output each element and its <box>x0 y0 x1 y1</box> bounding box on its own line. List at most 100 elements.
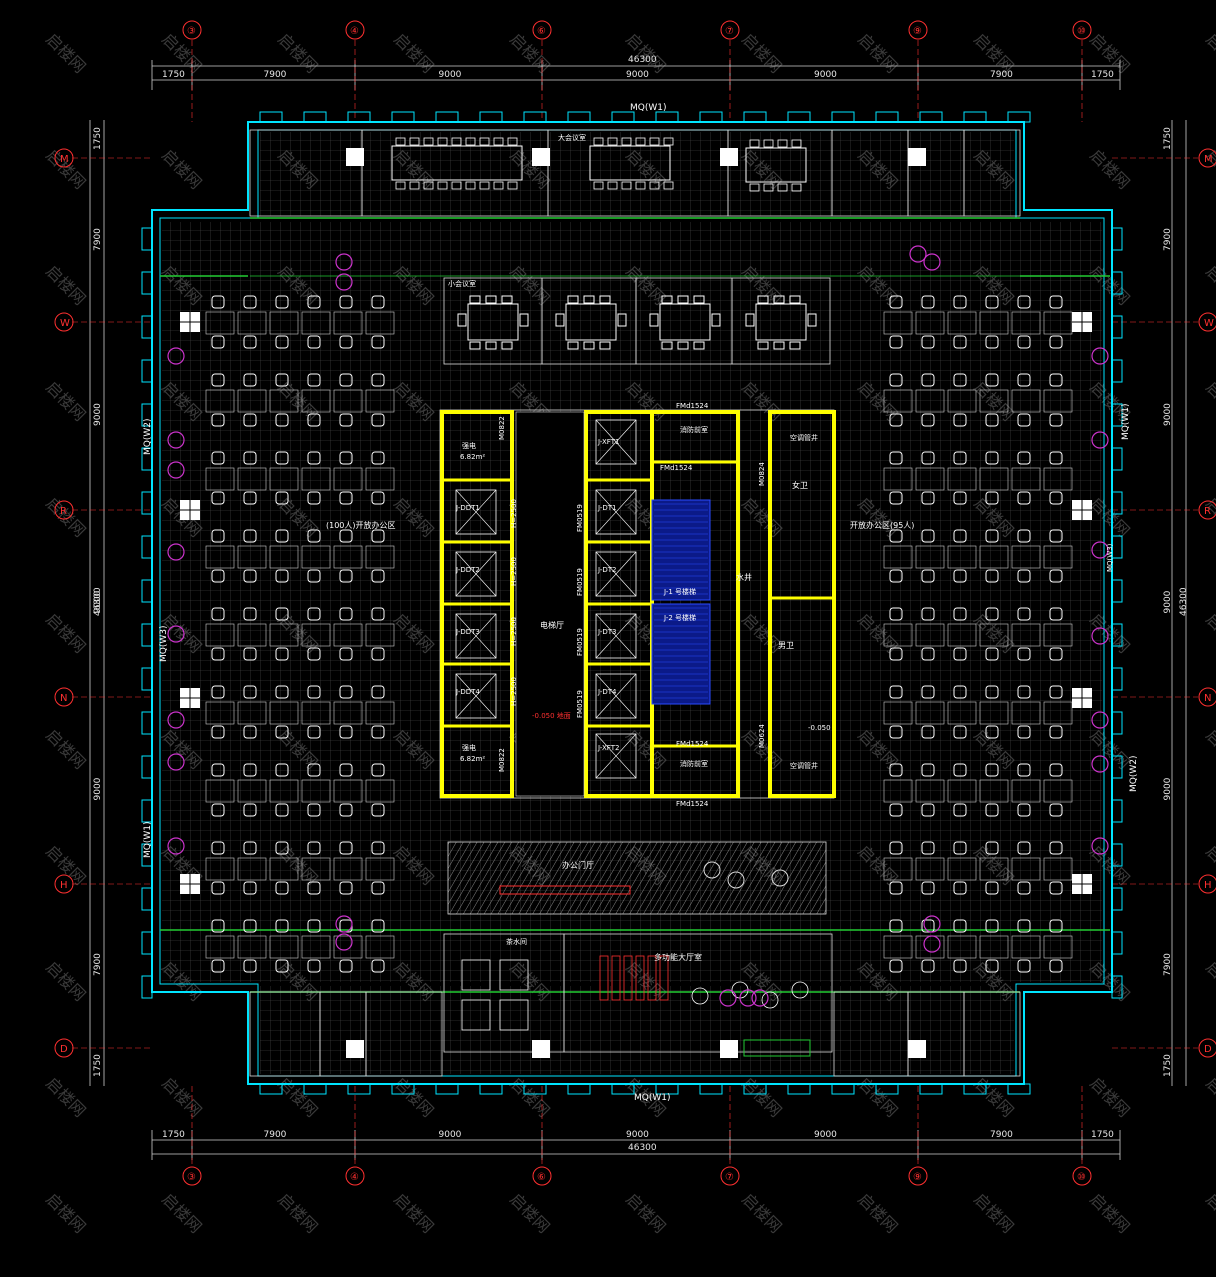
small-meeting-furniture <box>457 295 817 350</box>
top-meeting-rooms <box>249 129 1021 217</box>
axis-col-label: ⑥ <box>537 26 546 37</box>
lift-label: J-DDT1 <box>455 504 480 512</box>
dim-segment: 9000 <box>1163 590 1173 613</box>
room-small-meeting: 小会议室 <box>448 279 476 288</box>
curtain-wall-right-mid: MQ(W3) <box>1106 543 1114 572</box>
dim-segment: 7900 <box>1163 953 1173 976</box>
axis-col-label: ③ <box>187 26 196 37</box>
dim-segment: 1750 <box>93 1054 103 1077</box>
dim-segment: 1750 <box>1091 70 1114 80</box>
axis-row-label: H <box>60 880 68 891</box>
axis-col-label: ④ <box>350 1172 359 1183</box>
dim-segment: 9000 <box>626 1130 649 1140</box>
lift-label: J-DT2 <box>597 566 616 574</box>
bottom-rooms <box>249 933 1021 1077</box>
axis-row-label: N <box>60 693 67 704</box>
dim-left-total: 46300 <box>93 587 103 616</box>
dim-segment: 1750 <box>162 70 185 80</box>
dim-segment: 9000 <box>626 70 649 80</box>
dim-segment: 1750 <box>1163 127 1173 150</box>
room-elevator-hall: 电梯厅 <box>540 620 564 630</box>
dim-segment: 9000 <box>93 590 103 613</box>
stair-1-label: J-1 号楼梯 <box>663 587 696 596</box>
room-electric-top: 强电 <box>462 441 476 450</box>
level-note: -0.050 <box>808 724 831 732</box>
dim-segment: 1750 <box>162 1130 185 1140</box>
axis-row-label: D <box>1204 1044 1212 1055</box>
reception-hall <box>447 841 827 915</box>
dim-segment: 9000 <box>1163 403 1173 426</box>
door-code: FM0519 <box>576 690 584 718</box>
axis-col-label: ⑥ <box>537 1172 546 1183</box>
dim-segment: 7900 <box>93 228 103 251</box>
door-code: FM0519 <box>576 504 584 532</box>
axis-col-label: ⑩ <box>1077 1172 1086 1183</box>
dim-segment: 7900 <box>1163 228 1173 251</box>
dim-bottom-total: 46300 <box>628 1143 657 1153</box>
dim-segment: 9000 <box>439 70 462 80</box>
dim-segment: 9000 <box>814 70 837 80</box>
axis-col-label: ⑦ <box>725 26 734 37</box>
dim-segment: 9000 <box>439 1130 462 1140</box>
dim-segment: 1750 <box>1091 1130 1114 1140</box>
axis-col-label: ③ <box>187 1172 196 1183</box>
lift-label: J-DDT3 <box>455 628 480 636</box>
structural-columns <box>180 312 1092 1058</box>
lift-label-fire: J-XFT1 <box>597 438 619 446</box>
dim-segment: 9000 <box>814 1130 837 1140</box>
axis-row-label: H <box>1204 880 1212 891</box>
door-code: FM0519 <box>576 568 584 596</box>
door-code: FM0519 <box>576 628 584 656</box>
room-fire-bottom: 消防前室 <box>680 759 708 768</box>
door-code: FMd1524 <box>676 402 709 410</box>
axis-row-label: R <box>1204 506 1211 517</box>
room-multi-function: 多功能大厅室 <box>654 952 702 962</box>
room-ac-shaft-bottom: 空调管井 <box>790 761 818 770</box>
room-male-wc: 男卫 <box>778 641 794 650</box>
axis-row-label: M <box>60 154 69 165</box>
dim-segment: 1750 <box>93 127 103 150</box>
dim-right-total: 46300 <box>1179 587 1189 616</box>
room-large-meeting: 大会议室 <box>558 133 586 142</box>
axis-row-label: W <box>60 318 70 329</box>
lift-label: J-DT3 <box>597 628 616 636</box>
dim-segment: 9000 <box>93 777 103 800</box>
fire-note: -0.050 地面 <box>532 711 571 720</box>
curtain-wall-left-lower: MQ(W1) <box>143 822 153 859</box>
axis-row-label: R <box>60 506 67 517</box>
door-code: FMd1524 <box>676 800 709 808</box>
room-left-open-office: (100人)开放办公区 <box>326 520 396 530</box>
room-right-open-office: 开放办公区(95人) <box>850 520 914 530</box>
core <box>439 409 836 799</box>
facade-mullions <box>141 111 1123 1095</box>
curtain-wall-top: MQ(W1) <box>630 103 667 113</box>
dim-segment: 1750 <box>1163 1054 1173 1077</box>
room-tea: 茶水间 <box>506 937 527 946</box>
room-reception-hall: 办公门厅 <box>562 860 594 870</box>
dim-segment: 7900 <box>264 70 287 80</box>
curtain-wall-left-upper: MQ(W2) <box>143 419 153 456</box>
dim-top-total: 46300 <box>628 55 657 65</box>
stair-2-label: J-2 号楼梯 <box>663 613 696 622</box>
lift-height: H=2500 <box>510 677 518 706</box>
small-meeting-rooms <box>443 277 831 365</box>
room-ac-shaft-top: 空调管井 <box>790 433 818 442</box>
axis-col-label: ④ <box>350 26 359 37</box>
curtain-wall-left-mid: MQ(W3) <box>159 626 169 663</box>
room-water-well: 水井 <box>736 572 752 582</box>
dim-segment: 7900 <box>990 70 1013 80</box>
door-code: M0624 <box>758 724 766 748</box>
dim-segment: 7900 <box>93 953 103 976</box>
axis-col-label: ⑨ <box>913 26 922 37</box>
dim-segment: 7900 <box>990 1130 1013 1140</box>
lift-label: J-DT1 <box>597 504 616 512</box>
door-code: FMd1524 <box>676 740 709 748</box>
curtain-wall-right-lower: MQ(W2) <box>1129 756 1139 793</box>
axis-row-label: D <box>60 1044 68 1055</box>
door-code: M0822 <box>498 748 506 772</box>
room-electric-bottom-area: 6.82m² <box>460 755 485 763</box>
axis-col-label: ⑦ <box>725 1172 734 1183</box>
door-code: FMd1524 <box>660 464 693 472</box>
room-fire-top: 消防前室 <box>680 425 708 434</box>
